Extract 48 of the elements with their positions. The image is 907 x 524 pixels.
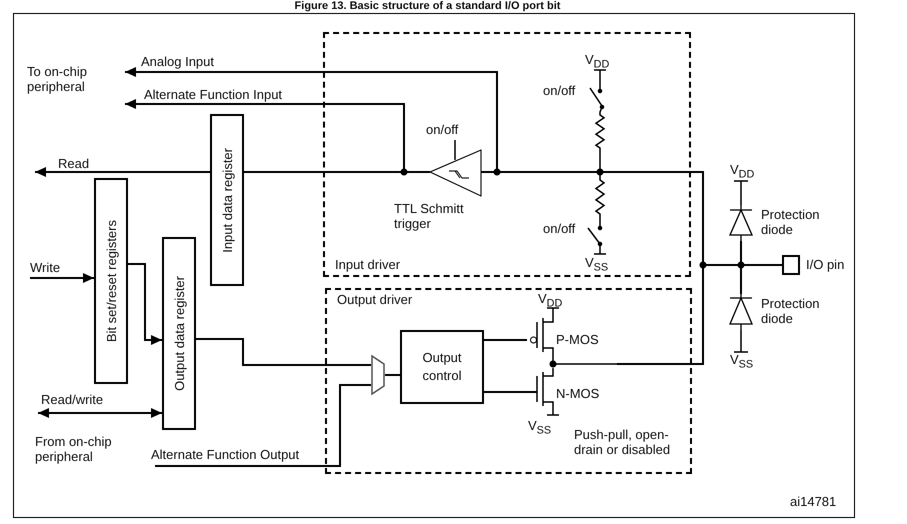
annotation-text: To on-chip peripheral	[27, 64, 88, 94]
multiplexer-symbol	[371, 355, 385, 395]
component-label: Protection diode	[761, 207, 821, 237]
connector-line	[155, 384, 371, 467]
group-label: Output driver	[337, 292, 412, 307]
register-box	[210, 114, 244, 286]
connector-line	[196, 338, 371, 366]
connector-line	[385, 374, 400, 376]
component-label: TTL Schmitt trigger	[394, 201, 465, 231]
annotation-text: From on-chip peripheral	[35, 434, 113, 464]
switch-label: on/off	[426, 122, 458, 137]
dashed-boundary	[323, 32, 691, 277]
annotation-text: Push-pull, open-drain or disabled	[574, 427, 672, 457]
pin-label: I/O pin	[806, 257, 844, 273]
register-box	[94, 178, 128, 384]
annotation-text: on/off	[543, 221, 576, 236]
annotation-text: ai14781	[790, 494, 836, 509]
register-label: Input data register	[220, 148, 234, 252]
supply-label: V$_{DD}$	[538, 291, 562, 312]
register-label: Bit set/reset registers	[104, 220, 118, 342]
dashed-boundary	[325, 288, 692, 474]
connector-line	[38, 408, 162, 418]
edge-label: Read/write	[40, 393, 104, 407]
edge-label: Write	[29, 261, 62, 275]
transistor-label: P-MOS	[556, 332, 599, 348]
register-label: Output data register	[172, 276, 186, 391]
edge-label: Read	[57, 157, 90, 171]
connector-line	[484, 391, 537, 393]
edge-label: Alternate Function Input	[143, 88, 284, 102]
component-label: Protection diode	[761, 296, 821, 326]
group-label: Input driver	[335, 257, 400, 272]
figure-title: Figure 13. Basic structure of a standard I/O port bit	[294, 0, 562, 12]
annotation-text: V$_{SS}$	[585, 255, 608, 276]
transistor-label: N-MOS	[556, 386, 600, 402]
control-block	[400, 330, 484, 404]
connector-line	[128, 263, 162, 345]
connector-line	[35, 167, 210, 177]
annotation-text: V$_{DD}$	[585, 52, 610, 73]
block-label: Output control	[421, 349, 463, 385]
annotation-text: on/off	[543, 83, 576, 98]
connector-line	[484, 339, 527, 341]
edge-label: Alternate Function Output	[150, 448, 300, 462]
supply-label: V$_{SS}$	[528, 418, 552, 439]
annotation-text: V$_{DD}$	[730, 162, 754, 183]
connector-line	[30, 273, 94, 283]
edge-label: Analog Input	[140, 55, 216, 69]
register-box	[162, 237, 196, 430]
annotation-text: V$_{SS}$	[730, 352, 754, 373]
